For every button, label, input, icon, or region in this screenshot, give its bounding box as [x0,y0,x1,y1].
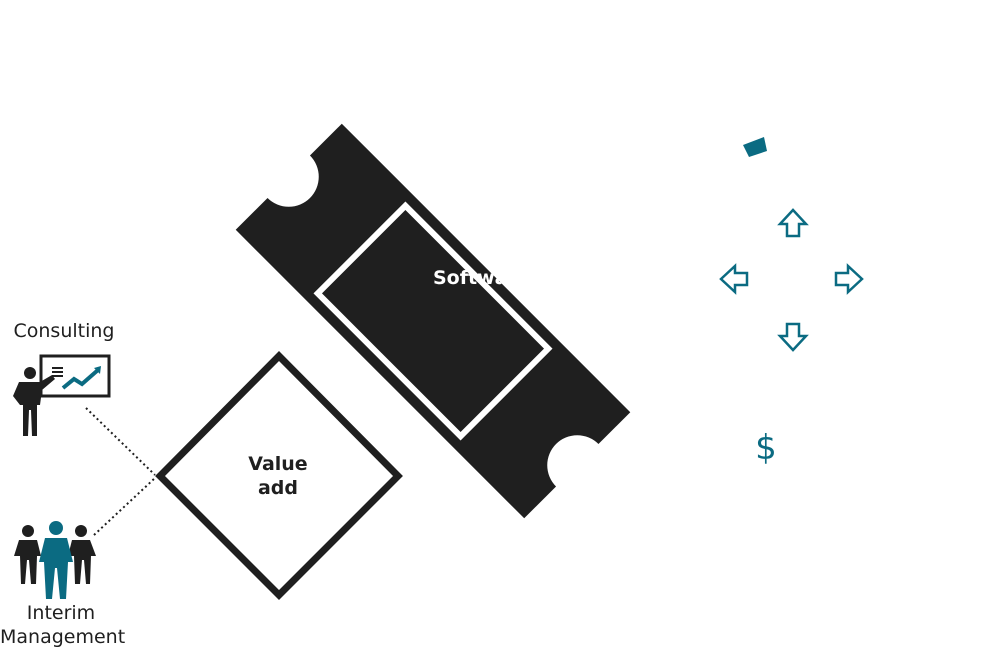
software-inner-panel [313,201,553,441]
arrow-right-icon[interactable] [834,263,864,295]
tag-icon [743,137,767,157]
interim-management-label: Interim Management [0,601,126,649]
arrow-down-icon[interactable] [777,322,809,352]
software-ticket[interactable] [235,123,631,519]
team-of-three-people-icon [14,521,96,599]
interim-label-line2: Management [0,626,126,648]
arrow-left-icon[interactable] [719,263,749,295]
dollar-icon: $ [755,428,777,468]
value-add-label: Value add [218,452,338,500]
software-label: Software [433,267,506,289]
connector-interim-value [93,477,156,536]
ticket-body [235,123,631,519]
arrow-up-icon[interactable] [777,208,809,238]
software-label-clip: Software [400,255,506,305]
value-add-line1: Value [248,453,308,475]
presenter-with-chart-icon [13,354,111,436]
connector-consulting-value [85,407,156,476]
interim-label-line1: Interim [26,602,96,624]
value-add-line2: add [257,477,299,499]
value-add-diamond[interactable] [155,351,403,600]
consulting-label: Consulting [13,320,115,342]
